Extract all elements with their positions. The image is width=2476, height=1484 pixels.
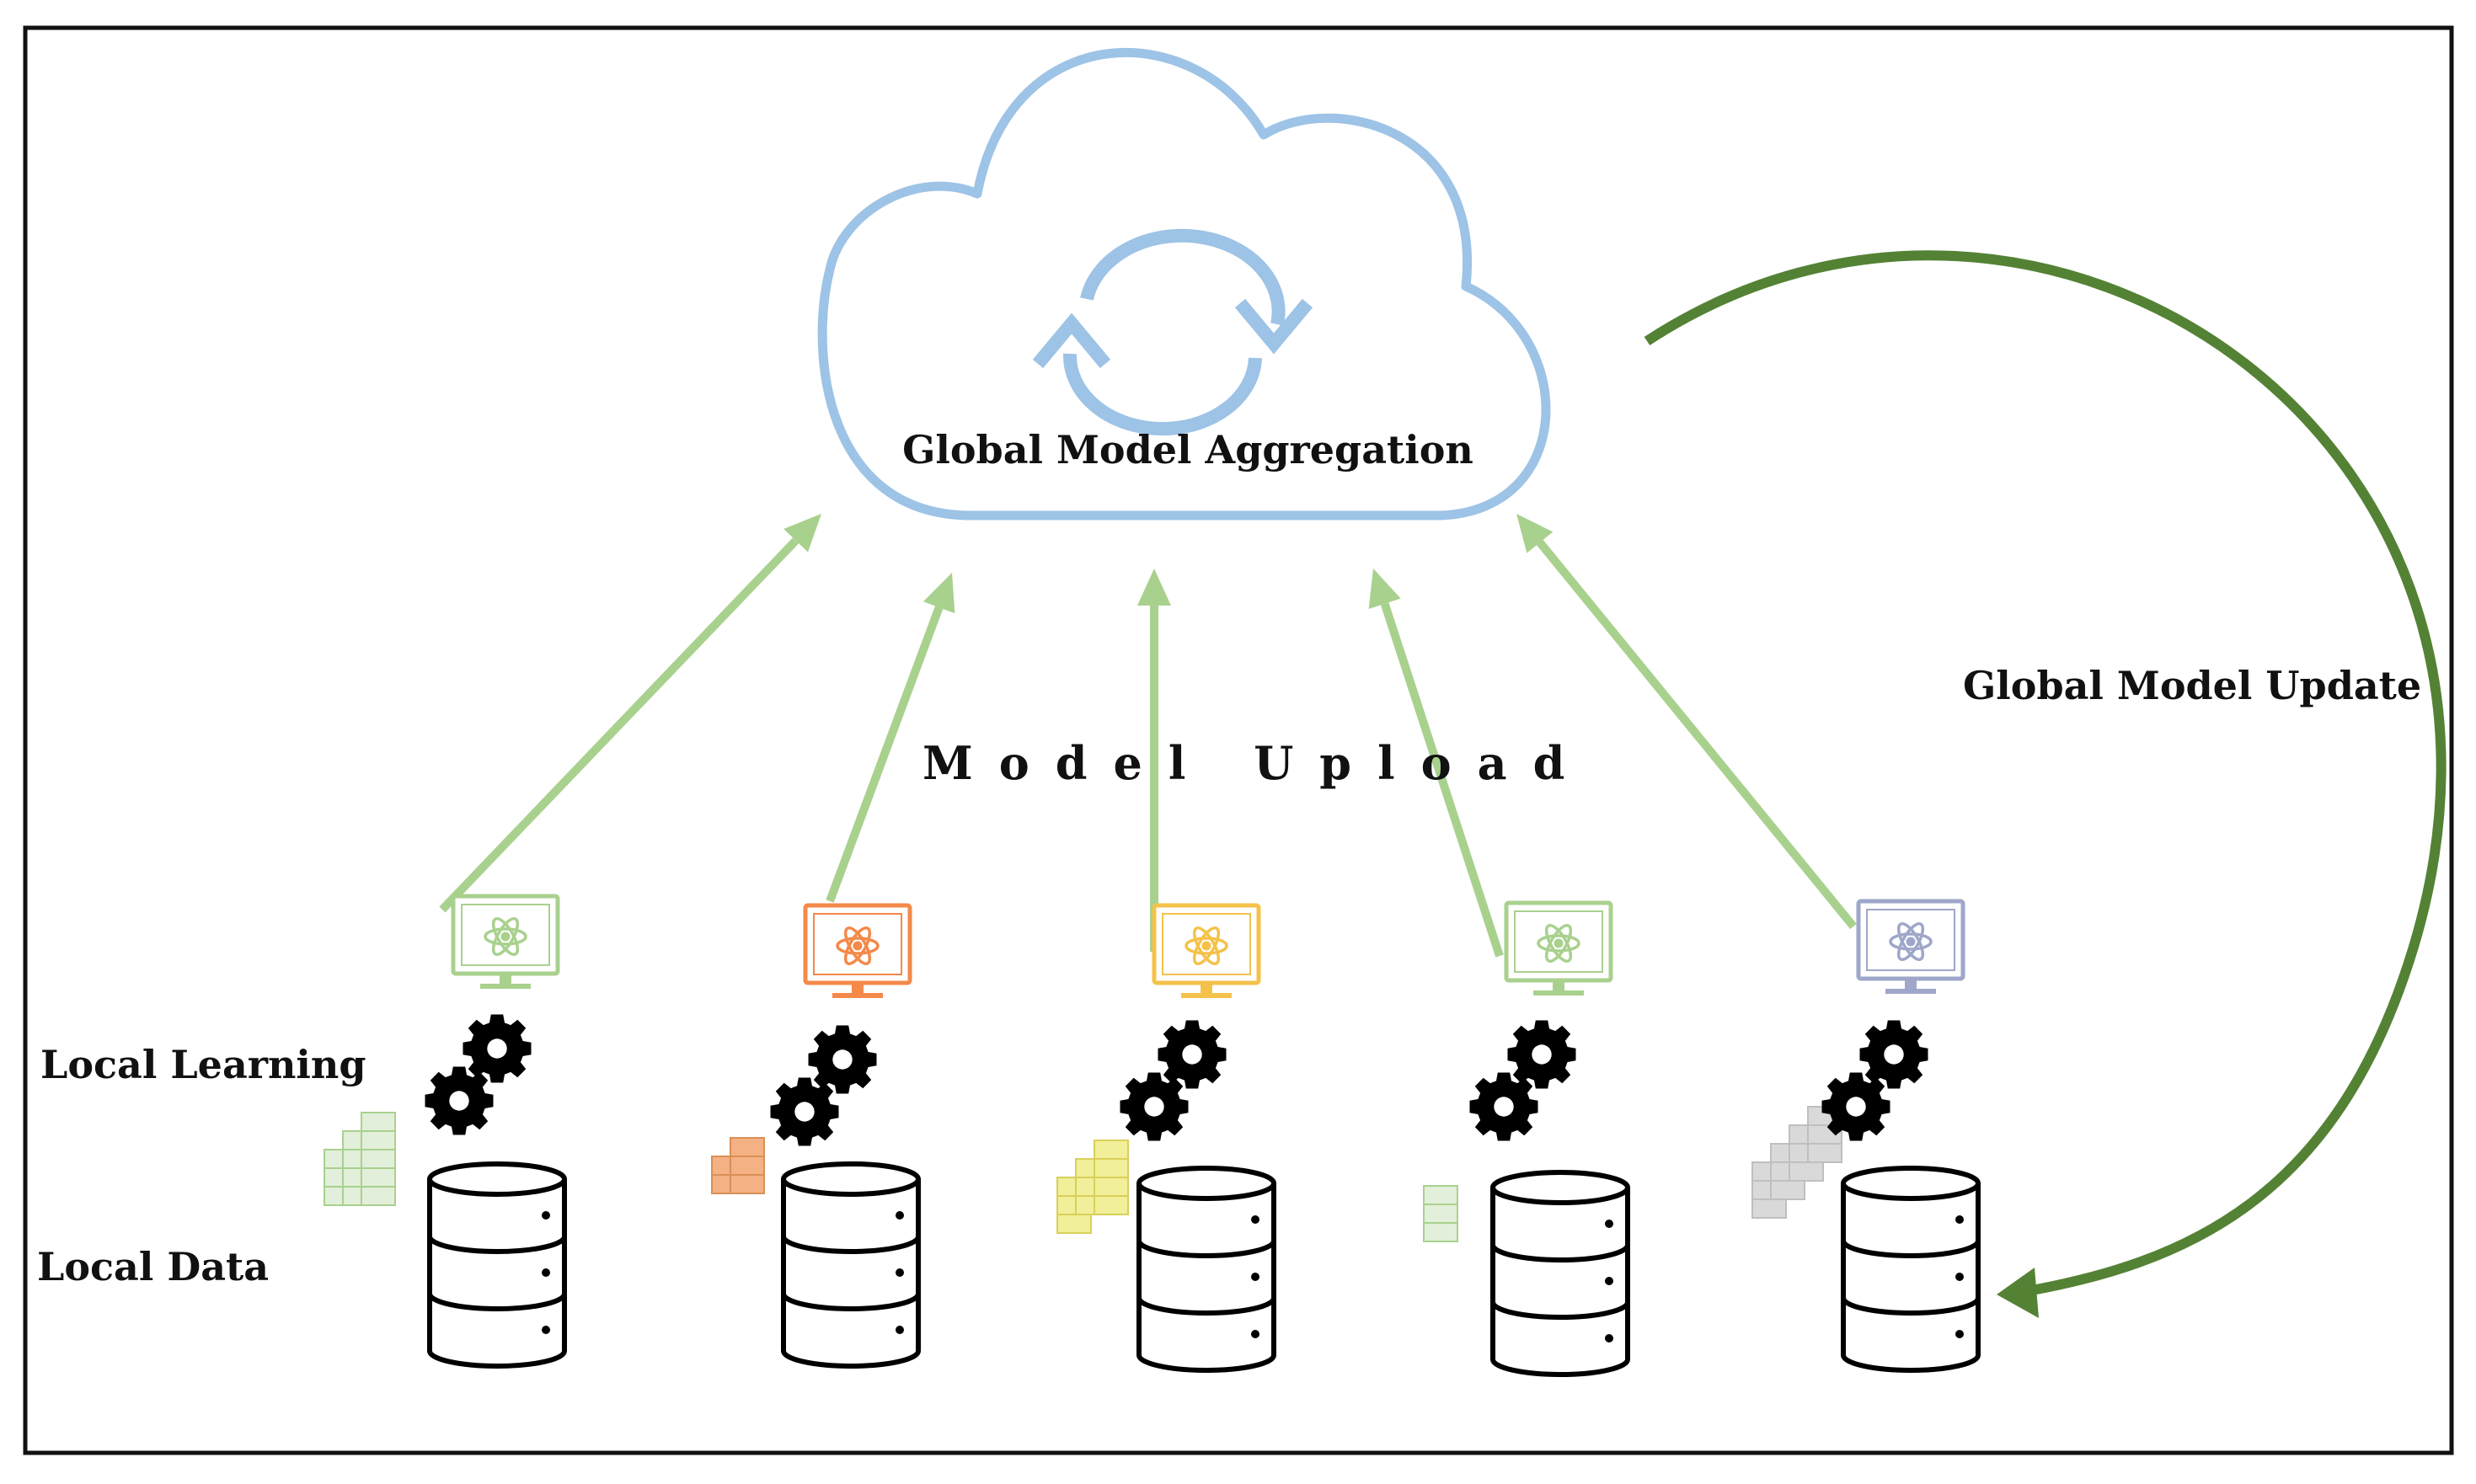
- frame-border: [23, 25, 2454, 1455]
- data-blocks: [1423, 1185, 1458, 1242]
- data-blocks: [1751, 1106, 1842, 1219]
- cloud-shape: [817, 47, 1551, 520]
- client-group: [324, 894, 1981, 1377]
- data-blocks: [1056, 1140, 1129, 1234]
- local-data-label: Local Data: [37, 1244, 269, 1289]
- client-5: [1751, 899, 1981, 1373]
- database-icon: [1136, 1166, 1276, 1373]
- upload-arrow-2: [826, 573, 955, 903]
- gear-icon: [1821, 1020, 1928, 1141]
- database-icon: [1490, 1170, 1630, 1377]
- gear-icon: [770, 1025, 877, 1146]
- cloud-label: Global Model Aggregation: [902, 427, 1473, 472]
- monitor-icon: [1152, 903, 1261, 998]
- gear-icon: [1469, 1020, 1576, 1141]
- monitor-icon: [803, 903, 912, 998]
- monitor-icon: [1856, 899, 1965, 994]
- upload-arrows: [439, 514, 1857, 958]
- update-arrow: [1644, 250, 2447, 1318]
- local-learning-label: Local Learning: [40, 1042, 366, 1087]
- gear-icon: [425, 1014, 532, 1135]
- upload-arrow-1: [439, 514, 821, 913]
- monitor-icon: [1504, 900, 1613, 996]
- upload-arrow-5: [1516, 514, 1857, 930]
- client-2: [711, 903, 921, 1369]
- upload-arrow-4: [1368, 569, 1504, 958]
- database-icon: [781, 1161, 921, 1369]
- data-blocks: [711, 1137, 765, 1194]
- model-upload-label: Model Upload: [922, 736, 1591, 790]
- gear-icon: [1120, 1020, 1227, 1141]
- client-4: [1423, 900, 1630, 1377]
- database-icon: [1841, 1166, 1981, 1373]
- data-blocks: [324, 1112, 396, 1206]
- client-1: [324, 894, 567, 1369]
- monitor-icon: [451, 894, 560, 989]
- client-3: [1056, 903, 1276, 1373]
- upload-arrow-3: [1137, 569, 1171, 952]
- database-icon: [427, 1161, 567, 1369]
- refresh-icon: [1032, 228, 1313, 436]
- update-label: Global Model Update: [1963, 663, 2421, 708]
